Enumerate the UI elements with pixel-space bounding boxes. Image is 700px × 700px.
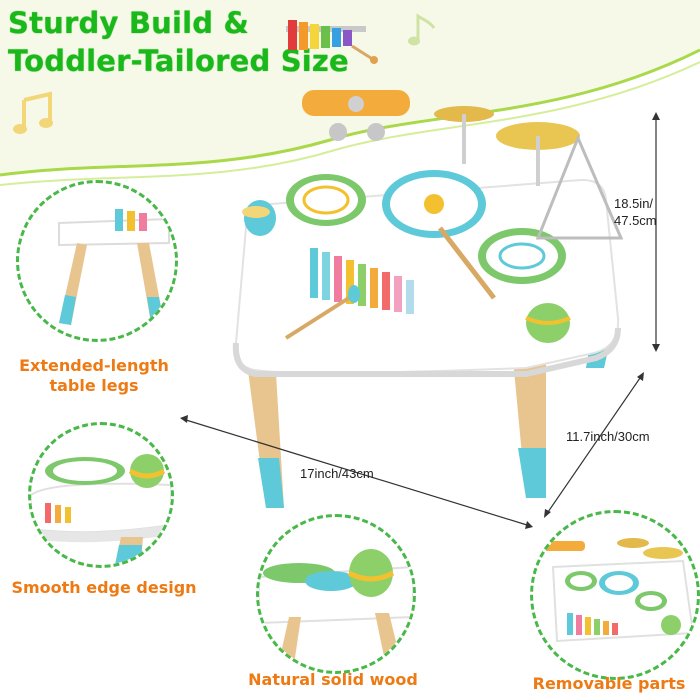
feature-label-legs-line-1: Extended-length (19, 356, 169, 375)
height-label-line-2: 47.5cm (614, 213, 657, 228)
feature-label-parts: Removable parts (532, 674, 686, 693)
feature-label-wood: Natural solid wood (248, 670, 418, 689)
feature-circle-parts (530, 510, 700, 680)
width-label: 17inch/43cm (300, 466, 374, 481)
wood-closeup-image (259, 549, 413, 671)
height-label-line-1: 18.5in/ (614, 196, 654, 211)
music-note-icon (13, 91, 53, 134)
parts-closeup-image (539, 538, 695, 643)
feature-label-legs: Extended-length table legs (8, 356, 180, 396)
feature-circle-wood (256, 514, 416, 674)
xylophone-icon (286, 20, 378, 64)
music-table-illustration (232, 90, 624, 508)
feature-label-legs-line-2: table legs (49, 376, 139, 395)
depth-label: 11.7inch/30cm (566, 429, 650, 444)
title-line-1: Sturdy Build & (8, 6, 250, 40)
feature-label-edge: Smooth edge design (11, 578, 197, 597)
legs-closeup-image (58, 209, 170, 325)
edge-closeup-image (31, 454, 171, 565)
height-label: 18.5in/ 47.5cm (614, 195, 657, 229)
feature-circle-edge (28, 422, 174, 568)
feature-circle-legs (16, 180, 178, 342)
music-note-icon (408, 13, 436, 46)
